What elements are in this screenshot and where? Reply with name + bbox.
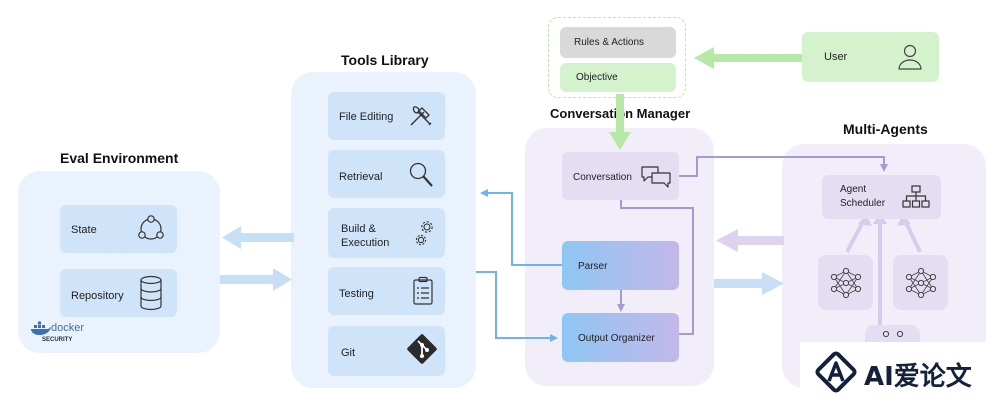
git-card[interactable]: Git: [328, 326, 445, 376]
hierarchy-icon: [902, 185, 930, 208]
eval-environment-title: Eval Environment: [60, 150, 179, 166]
docker-wordmark: docker: [51, 322, 85, 334]
agent-scheduler-card[interactable]: Agent Scheduler: [822, 175, 941, 219]
objective-card[interactable]: Objective: [560, 63, 676, 92]
docker-whale-icon: [31, 321, 51, 335]
conversation-to-scheduler-line: [679, 156, 888, 177]
parser-label: Parser: [578, 261, 608, 272]
objective-to-conversation-arrow: [609, 94, 631, 150]
manager-to-agents-arrow: [714, 272, 784, 295]
objective-label: Objective: [576, 72, 618, 83]
watermark-panel: AI爱论文: [800, 342, 1000, 406]
testing-card[interactable]: Testing: [328, 267, 445, 315]
eval-to-tools-arrow: [220, 268, 292, 291]
agent-scheduler-label-1: Agent: [840, 184, 867, 195]
git-label: Git: [341, 347, 356, 359]
chat-bubbles-icon: [641, 166, 671, 188]
build-execution-card[interactable]: Build & Execution: [328, 208, 445, 258]
multi-agents-title: Multi-Agents: [843, 121, 928, 137]
state-label: State: [71, 224, 97, 236]
neural-network-icon: [830, 267, 862, 299]
git-icon: [407, 334, 437, 364]
file-editing-card[interactable]: File Editing: [328, 92, 445, 140]
hammer-wrench-icon: [410, 106, 432, 126]
output-organizer-label: Output Organizer: [578, 333, 655, 344]
cycle-nodes-icon: [138, 215, 164, 240]
neural-network-icon: [882, 330, 904, 338]
agent-node-right[interactable]: [893, 255, 948, 310]
execution-label: Execution: [341, 237, 390, 249]
user-label: User: [824, 51, 848, 63]
watermark-text: AI爱论文: [864, 362, 972, 392]
database-icon: [140, 275, 162, 311]
file-editing-label: File Editing: [339, 111, 394, 123]
neural-network-icon: [905, 267, 937, 299]
agents-to-manager-arrow: [716, 229, 784, 252]
magnifier-icon: [409, 162, 433, 187]
watermark-logo-icon: [815, 351, 857, 393]
tools-library-title: Tools Library: [341, 52, 429, 68]
gears-icon: [415, 221, 433, 246]
output-organizer-card[interactable]: Output Organizer: [562, 313, 679, 362]
state-card[interactable]: State: [60, 205, 177, 253]
clipboard-list-icon: [413, 276, 433, 305]
output-to-conversation-line: [617, 192, 694, 335]
eval-environment-panel: [18, 171, 220, 353]
tools-to-output-line: [476, 271, 558, 342]
tools-to-eval-arrow: [222, 226, 294, 249]
retrieval-label: Retrieval: [339, 171, 383, 183]
parser-card[interactable]: Parser: [562, 241, 679, 290]
instruction-group: [548, 17, 686, 98]
conversation-card[interactable]: Conversation: [562, 152, 679, 200]
repository-label: Repository: [71, 290, 124, 302]
user-to-rules-arrow: [694, 47, 802, 69]
conversation-label: Conversation: [573, 172, 632, 183]
testing-label: Testing: [339, 288, 374, 300]
agent-node-left[interactable]: [818, 255, 873, 310]
rules-actions-card[interactable]: Rules & Actions: [560, 27, 676, 58]
docker-logo: docker SECURITY: [30, 321, 90, 347]
user-icon: [898, 44, 922, 70]
user-card[interactable]: User: [802, 32, 939, 82]
agent-scheduler-label-2: Scheduler: [840, 198, 886, 209]
build-label: Build &: [341, 223, 376, 235]
retrieval-card[interactable]: Retrieval: [328, 150, 445, 198]
docker-security-text: SECURITY: [42, 337, 73, 343]
repository-card[interactable]: Repository: [60, 269, 177, 317]
rules-actions-label: Rules & Actions: [574, 37, 645, 48]
parser-to-tools-line: [480, 189, 562, 266]
